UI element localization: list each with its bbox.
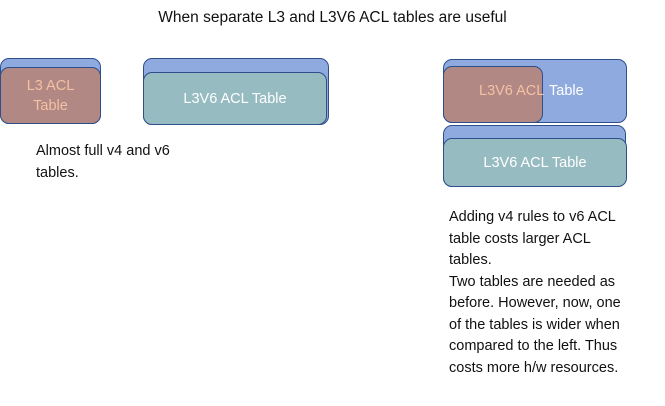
wide-l3v6-table-label-overlay: L3V6 ACL (479, 83, 545, 99)
left-caption: Almost full v4 and v6 tables. (36, 143, 170, 181)
l3-acl-table-label: L3 ACL Table (26, 77, 75, 114)
l3v6-acl-table: L3V6 ACL Table (143, 72, 327, 125)
l3v6-acl-table-right-label: L3V6 ACL Table (483, 154, 587, 171)
l3v6-acl-table-label: L3V6 ACL Table (183, 90, 287, 107)
wide-l3v6-table-label-tail: Table (549, 83, 584, 99)
diagram-title: When separate L3 and L3V6 ACL tables are… (158, 9, 507, 26)
v4-rules-overlay: L3V6 ACL (443, 66, 545, 123)
right-caption: Adding v4 rules to v6 ACL table costs la… (449, 209, 621, 376)
l3-acl-table: L3 ACL Table (0, 67, 101, 124)
l3v6-acl-table-right: L3V6 ACL Table (443, 138, 627, 187)
